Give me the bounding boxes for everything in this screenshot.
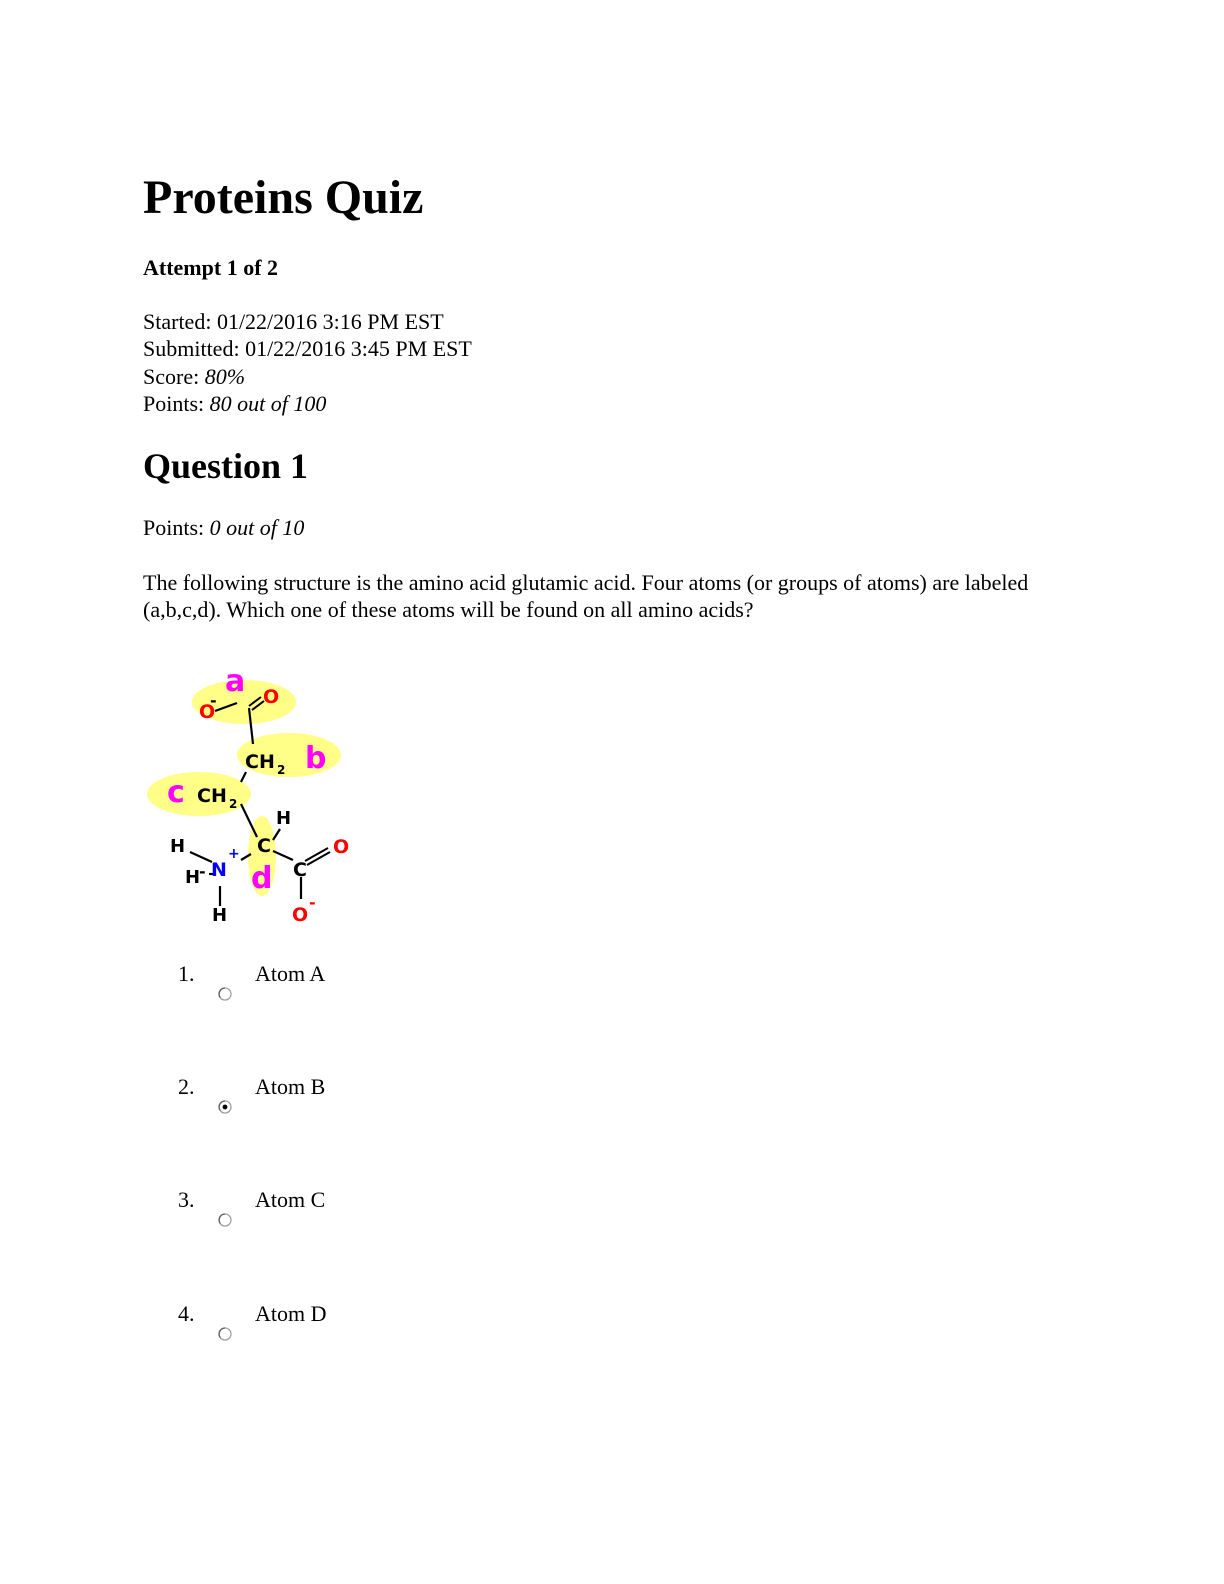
option-number: 3.	[178, 1187, 195, 1212]
started-label: Started:	[143, 309, 212, 334]
svg-text:O: O	[199, 701, 215, 723]
question-title: Question 1	[143, 446, 309, 486]
submitted-row: Submitted: 01/22/2016 3:45 PM EST	[143, 335, 472, 362]
question-text: The following structure is the amino aci…	[143, 570, 1029, 622]
score-row: Score: 80%	[143, 363, 472, 390]
option-number: 2.	[178, 1074, 195, 1099]
radio-button[interactable]	[217, 1326, 233, 1342]
page-title: Proteins Quiz	[143, 171, 424, 224]
label-a: a	[225, 664, 245, 699]
svg-text:2: 2	[229, 797, 237, 811]
label-d: d	[251, 861, 272, 896]
label-c: c	[167, 775, 185, 810]
option-number: 1.	[178, 961, 195, 986]
answer-option[interactable]: 2. Atom B	[0, 1073, 600, 1133]
question-points-value: 0 out of 10	[209, 515, 305, 540]
svg-text:CH: CH	[197, 785, 227, 807]
score-value: 80%	[204, 363, 246, 389]
option-label: Atom B	[255, 1074, 326, 1099]
option-label: Atom A	[255, 961, 326, 986]
svg-text:H: H	[170, 836, 185, 857]
svg-text:O: O	[292, 904, 308, 926]
svg-text:H: H	[276, 808, 291, 829]
started-row: Started: 01/22/2016 3:16 PM EST	[143, 308, 472, 335]
svg-text:+: +	[228, 846, 240, 862]
submitted-label: Submitted:	[143, 336, 240, 362]
svg-text:CH: CH	[245, 751, 275, 773]
highlight-c	[147, 772, 251, 816]
svg-text:2: 2	[277, 763, 285, 777]
svg-text:H: H	[185, 867, 200, 888]
highlight-d	[248, 816, 276, 896]
option-label: Atom C	[255, 1187, 326, 1212]
svg-text:H: H	[212, 905, 227, 926]
radio-button[interactable]	[217, 986, 233, 1002]
highlight-b	[237, 733, 341, 777]
option-number: 4.	[178, 1301, 195, 1326]
started-value: 01/22/2016 3:16 PM EST	[216, 309, 444, 334]
question-points: Points: 0 out of 10	[143, 514, 304, 542]
radio-dot	[222, 1104, 228, 1110]
radio-button-selected[interactable]	[217, 1099, 233, 1115]
option-label: Atom D	[255, 1301, 327, 1326]
svg-text:-: -	[309, 893, 316, 912]
points-label: Points:	[143, 390, 205, 416]
score-label: Score:	[143, 363, 200, 389]
answer-option[interactable]: 3. Atom C	[0, 1186, 600, 1246]
points-row: Points: 80 out of 100	[143, 390, 472, 417]
highlight-a	[192, 680, 296, 724]
attempt-label: Attempt 1 of 2	[143, 255, 279, 280]
svg-text:O: O	[263, 686, 279, 708]
svg-text:N: N	[211, 859, 227, 881]
question-points-label: Points:	[143, 515, 205, 540]
label-b: b	[305, 741, 326, 776]
attempt-details: Started: 01/22/2016 3:16 PM EST Submitte…	[143, 308, 472, 417]
svg-text:C: C	[257, 835, 271, 857]
svg-text:C: C	[293, 859, 307, 881]
answer-option[interactable]: 4. Atom D	[0, 1300, 600, 1360]
glutamic-acid-structure: O - O CH 2 CH 2 H C H H - N + H C O O - …	[147, 664, 349, 926]
points-value: 80 out of 100	[209, 390, 327, 416]
answer-option[interactable]: 1. Atom A	[0, 960, 600, 1020]
svg-text:O: O	[333, 836, 349, 858]
svg-text:-: -	[210, 691, 217, 710]
submitted-value: 01/22/2016 3:45 PM EST	[245, 336, 472, 362]
radio-button[interactable]	[217, 1212, 233, 1228]
svg-text:-: -	[199, 862, 206, 881]
